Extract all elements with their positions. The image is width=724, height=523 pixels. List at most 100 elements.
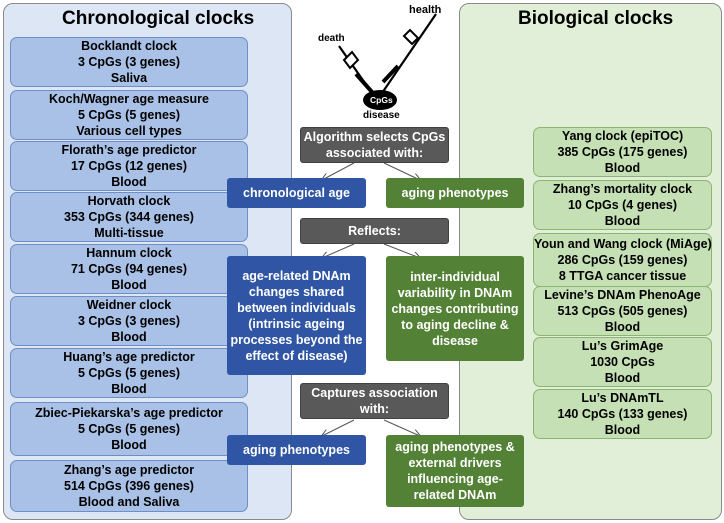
external-drivers-box-line: influencing age- (407, 472, 503, 486)
captures-association-box-line: with: (359, 402, 390, 416)
inter-individual-box-line: inter-individual (410, 269, 500, 284)
chronological-clock-box-line: Horvath clock (87, 194, 171, 208)
aging-phenotypes-box-2-line: aging phenotypes (243, 443, 350, 457)
external-drivers-box-line: external drivers (408, 456, 502, 470)
chronological-clock-box: Hannum clock 71 CpGs (94 genes) Blood (10, 244, 248, 294)
chronological-clock-box-line: Blood (111, 438, 147, 452)
biological-clock-box: Levine’s DNAm PhenoAge 513 CpGs (505 gene… (533, 286, 712, 336)
biological-clock-box-line: Zhang’s mortality clock (552, 182, 693, 196)
biological-clock-box: Yang clock (epiTOC) 385 CpGs (175 genes) B… (533, 127, 712, 177)
chronological-clock-box-line: Blood (111, 278, 147, 292)
chronological-clock-box-line: 71 CpGs (94 genes) (70, 262, 187, 276)
chronological-clocks-title: Chronological clocks (62, 8, 255, 29)
chronological-clock-box-line: 3 CpGs (3 genes) (77, 55, 181, 69)
algorithm-box-line: associated with: (325, 146, 424, 160)
chronological-age-box-line: chronological age (243, 186, 350, 200)
chronological-clock-box-line: 17 CpGs (12 genes) (70, 159, 187, 173)
inter-individual-box-line: disease (432, 333, 478, 348)
biological-clock-box-line: 140 CpGs (133 genes) (557, 407, 688, 421)
biological-clock-box-line: 10 CpGs (4 genes) (567, 198, 678, 212)
chronological-clock-box: Zhang’s age predictor 514 CpGs (396 genes… (10, 460, 248, 512)
biological-clock-box-line: 385 CpGs (175 genes) (557, 145, 688, 159)
external-drivers-box: aging phenotypes & external drivers influe… (386, 435, 524, 507)
biological-clock-box: Youn and Wang clock (MiAge) 286 CpGs (159… (533, 233, 712, 287)
biological-clocks-title: Biological clocks (518, 8, 674, 29)
chronological-clock-box: Koch/Wagner age measure 5 CpGs (5 genes) V… (10, 90, 248, 140)
chronological-clock-box-line: Blood (111, 175, 147, 189)
biological-clock-box: Lu’s DNAmTL 140 CpGs (133 genes) Blood (533, 389, 712, 439)
intrinsic-ageing-box-line: effect of disease) (245, 348, 348, 363)
aging-phenotypes-box: aging phenotypes (386, 178, 524, 208)
chronological-clock-box-line: Saliva (110, 71, 148, 85)
intrinsic-ageing-box-line: between individuals (237, 300, 356, 315)
chronological-clock-box: Horvath clock 353 CpGs (344 genes) Multi-t… (10, 192, 248, 242)
chronological-clock-box: Huang’s age predictor 5 CpGs (5 genes) Blo… (10, 348, 248, 398)
chronological-clock-box-line: Huang’s age predictor (63, 350, 195, 364)
chronological-clock-box: Florath’s age predictor 17 CpGs (12 genes… (10, 141, 248, 191)
chronological-clock-box-line: 353 CpGs (344 genes) (64, 210, 194, 224)
intrinsic-ageing-box-line: changes shared (248, 284, 345, 299)
intrinsic-ageing-box-line: (intrinsic ageing (248, 316, 345, 331)
chronological-clock-box-line: 5 CpGs (5 genes) (77, 366, 181, 380)
arrow-to-aging-phenotypes-2 (322, 419, 355, 436)
biological-clock-box-line: Blood (604, 161, 641, 175)
cpgs-label: CpGs (370, 95, 393, 105)
inter-individual-box-line: variability in DNAm (397, 285, 513, 300)
reflects-box: Reflects: (300, 218, 449, 244)
intrinsic-ageing-box-line: processes beyond the (230, 332, 363, 347)
external-drivers-box-line: related DNAm (413, 488, 497, 502)
external-drivers-box-line: aging phenotypes & (395, 440, 515, 454)
health-label: health (409, 4, 442, 16)
algorithm-box: Algorithm selects CpGs associated with: (300, 127, 449, 163)
biological-clock-box-line: Lu’s DNAmTL (581, 391, 664, 405)
chronological-clock-box-line: 514 CpGs (396 genes) (64, 479, 194, 493)
biological-clock-box-line: 513 CpGs (505 genes) (557, 304, 688, 318)
chronological-clock-box-line: 3 CpGs (3 genes) (77, 314, 181, 328)
biological-clock-box-line: Blood (604, 371, 641, 385)
biological-clock-box-line: Yang clock (epiTOC) (561, 129, 684, 143)
death-label: death (318, 33, 345, 44)
biological-clock-box-line: Levine’s DNAm PhenoAge (544, 288, 701, 302)
biological-clock-box: Zhang’s mortality clock 10 CpGs (4 genes)… (533, 180, 712, 230)
chronological-clock-box-line: Koch/Wagner age measure (48, 92, 209, 106)
reflects-box-line: Reflects: (348, 224, 401, 238)
algorithm-box-line: Algorithm selects CpGs (303, 130, 446, 144)
captures-association-box: Captures association with: (300, 383, 449, 419)
chronological-clock-box-line: Blood (111, 330, 147, 344)
chronological-clock-box-line: Bocklandt clock (81, 39, 177, 53)
biological-clock-box-line: Youn and Wang clock (MiAge) (534, 237, 712, 251)
biological-clock-box-line: Blood (604, 320, 641, 334)
intrinsic-ageing-box-line: age-related DNAm (242, 268, 351, 283)
chronological-clock-box-line: Multi-tissue (94, 226, 164, 240)
aging-phenotypes-box-line: aging phenotypes (401, 186, 509, 200)
biological-clock-box-line: 8 TTGA cancer tissue (558, 269, 687, 283)
chronological-clock-box-line: Blood (111, 382, 147, 396)
biological-clock-box-line: Lu’s GrimAge (581, 339, 664, 353)
chronological-clock-box-line: Zbiec-Piekarska’s age predictor (35, 406, 223, 420)
biological-clock-box-line: 286 CpGs (159 genes) (557, 253, 688, 267)
chronological-clock-box-line: 5 CpGs (5 genes) (77, 422, 181, 436)
aging-phenotypes-box-2: aging phenotypes (227, 435, 366, 465)
biological-clock-box-line: Blood (604, 214, 641, 228)
chronological-age-box: chronological age (227, 178, 366, 208)
biological-clock-box-line: Blood (604, 423, 641, 437)
biological-clock-box-line: 1030 CpGs (590, 355, 655, 369)
chronological-clock-box-line: Florath’s age predictor (61, 143, 197, 157)
chronological-clock-box: Bocklandt clock 3 CpGs (3 genes) Saliva (10, 37, 248, 87)
chronological-clock-box-line: Hannum clock (86, 246, 172, 260)
chronological-clock-box-line: Blood and Saliva (78, 495, 180, 509)
chronological-clock-box-line: Various cell types (76, 124, 182, 138)
inter-individual-box-line: changes contributing (391, 301, 519, 316)
captures-association-box-line: Captures association (311, 386, 438, 400)
chronological-clock-box-line: Zhang’s age predictor (63, 463, 195, 477)
inter-individual-box-line: to aging decline & (401, 317, 509, 332)
chronological-clock-box: Zbiec-Piekarska’s age predictor 5 CpGs (5… (10, 402, 248, 456)
arrow-to-external-drivers (383, 419, 420, 436)
disease-label: disease (363, 110, 400, 121)
chronological-clock-box: Weidner clock 3 CpGs (3 genes) Blood (10, 296, 248, 346)
chronological-clock-box-line: Weidner clock (86, 298, 172, 312)
chronological-clock-box-line: 5 CpGs (5 genes) (77, 108, 181, 122)
